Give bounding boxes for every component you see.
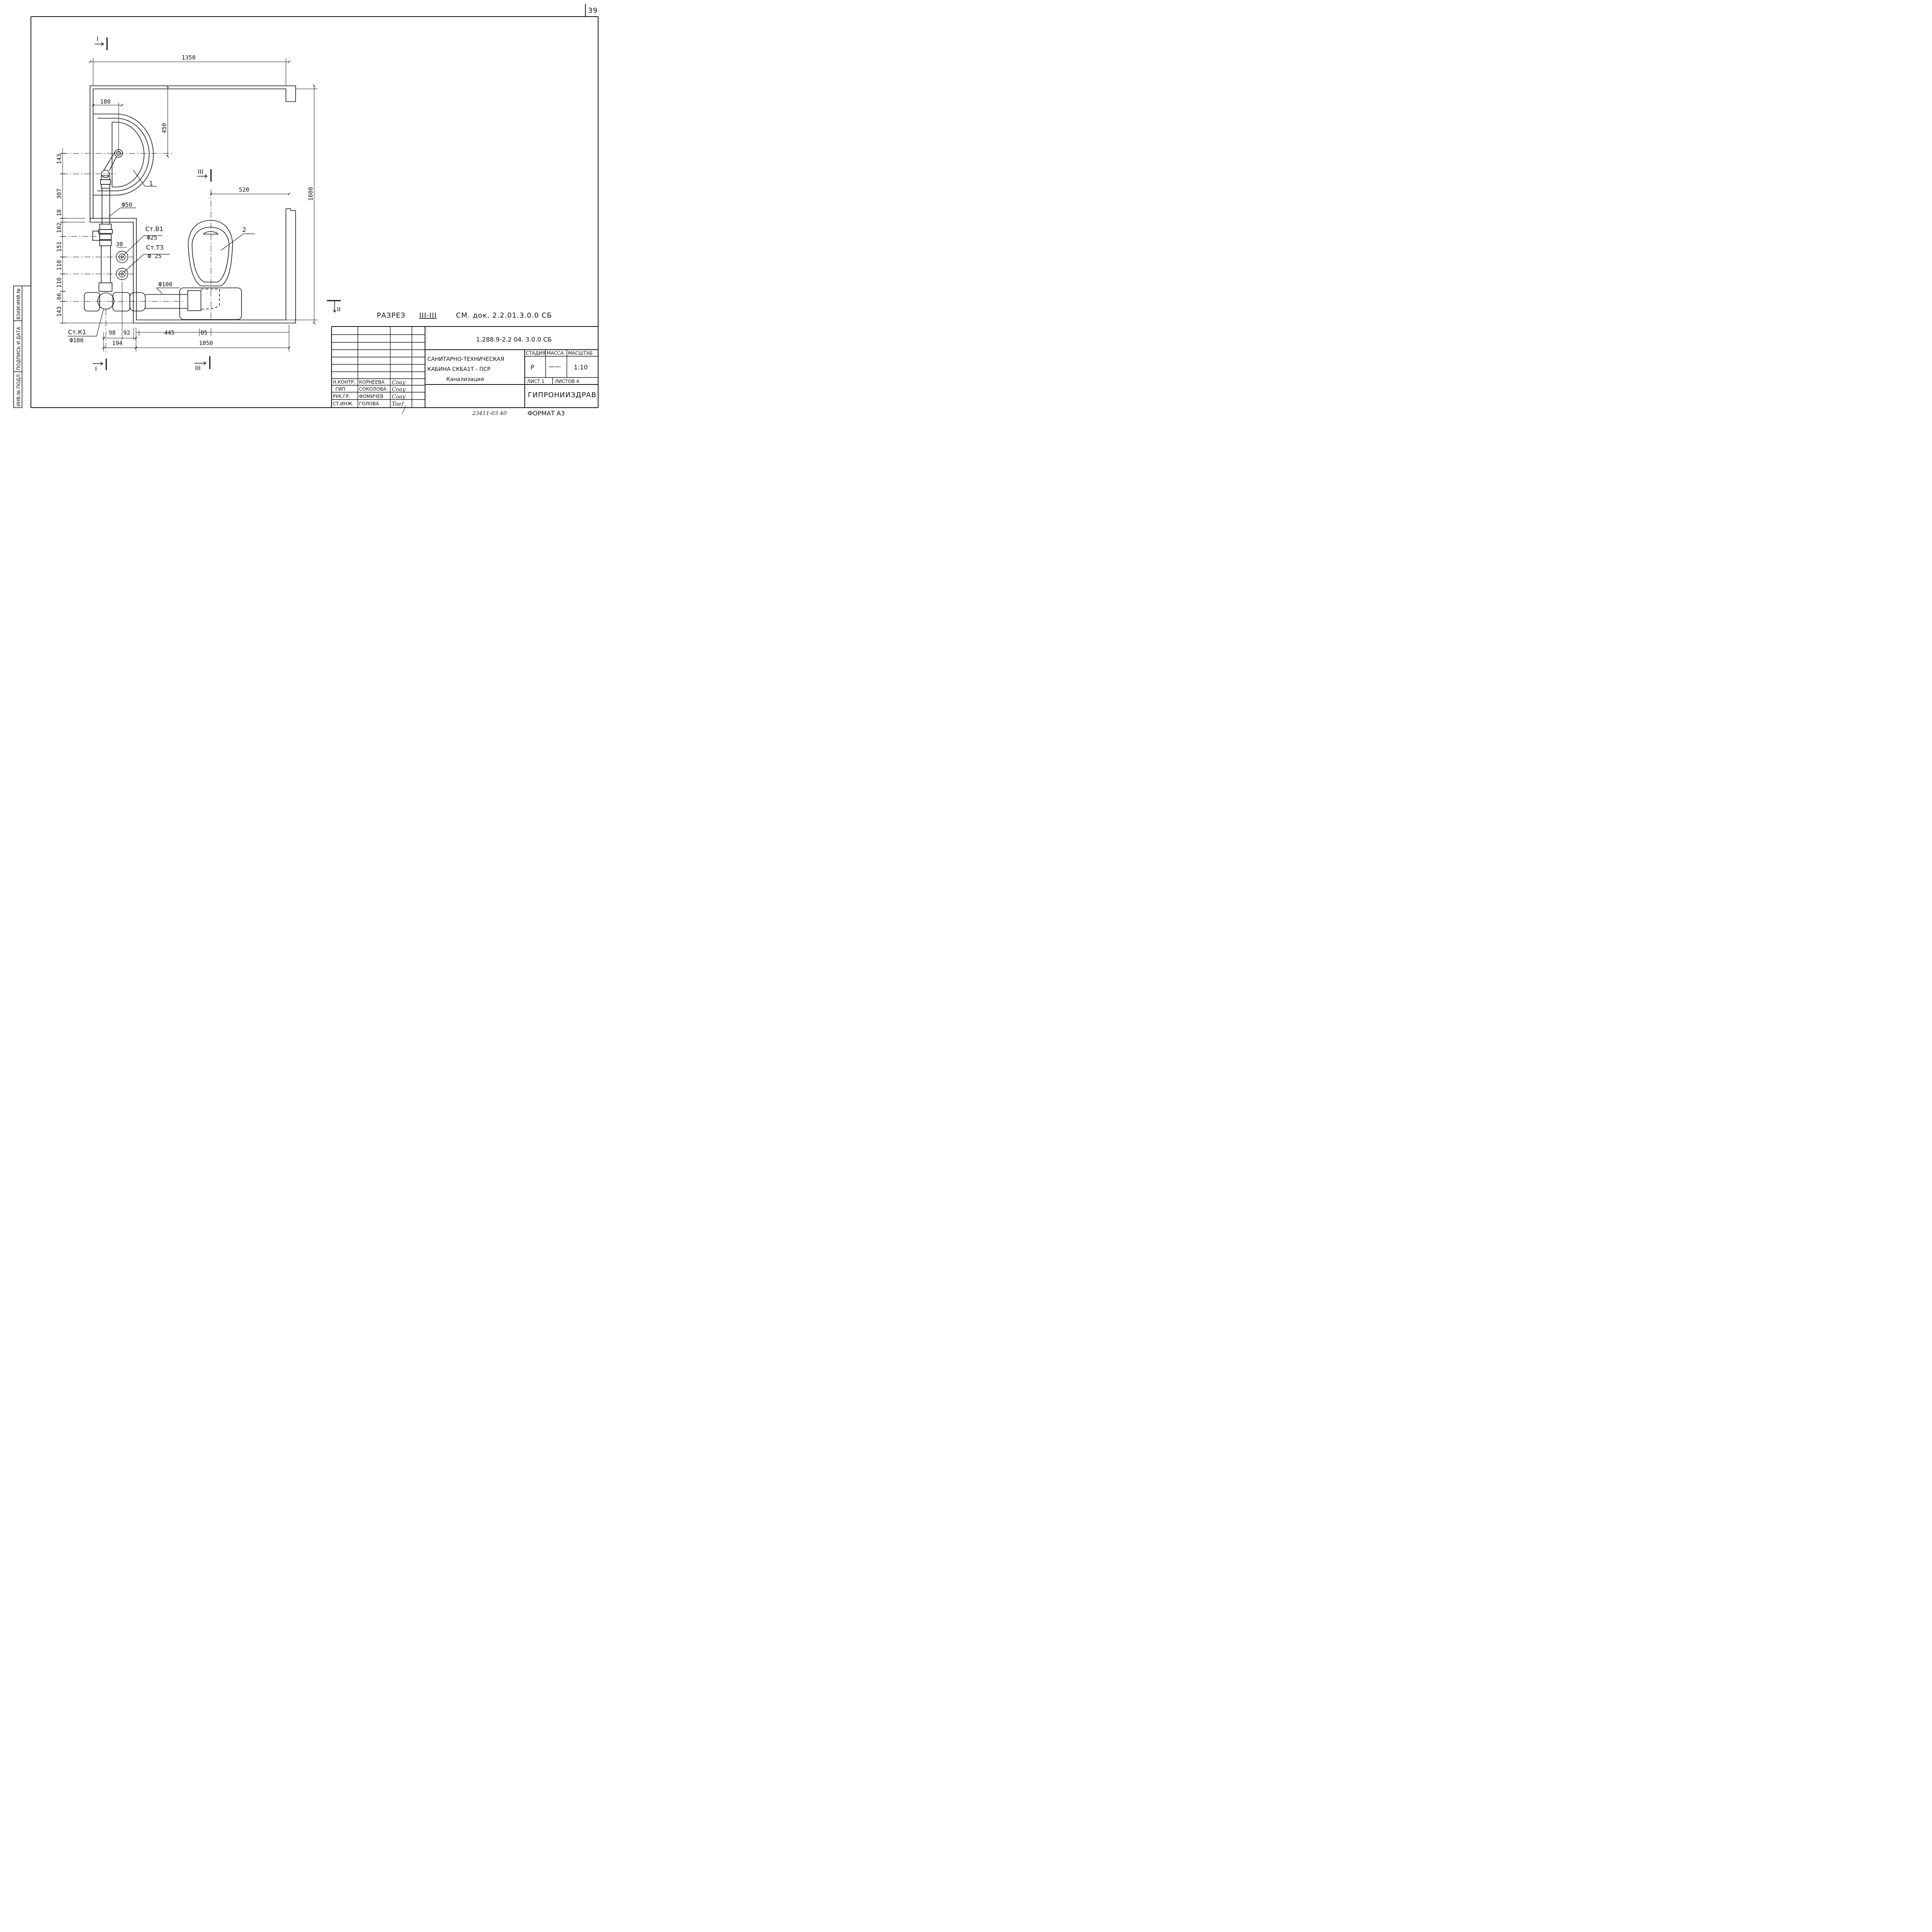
value-scale: 1:10 xyxy=(574,364,588,371)
callout-stt3: Ст.Т3 xyxy=(146,244,164,251)
doc-code: 1.288.9-2.2 04. 3.0.0 СБ xyxy=(476,336,552,343)
callout-stk1-d: Ф100 xyxy=(70,337,83,344)
dim-520: 520 xyxy=(239,186,249,193)
callout-stt3-d: Ф 25 xyxy=(148,253,162,260)
dim-180: 180 xyxy=(100,98,111,105)
name-2: ФОМИЧЕВ xyxy=(359,394,383,399)
dim-194: 194 xyxy=(112,340,122,347)
dim-85: 85 xyxy=(201,329,207,336)
cabin-walls xyxy=(90,85,296,323)
signature-2: Coay xyxy=(392,394,406,400)
sheet-count: ЛИСТОВ 4 xyxy=(555,379,579,384)
callout-item-2: 2 xyxy=(242,226,246,233)
side-stamp xyxy=(13,286,31,408)
dim-30: 30 xyxy=(116,241,123,248)
callout-stv1-d: Ф25 xyxy=(147,234,157,241)
drain-pipe-50 xyxy=(92,175,113,292)
name-3: ГОЛОВА xyxy=(359,401,379,406)
dim-left-110-b: 110 xyxy=(56,277,63,288)
section-note-mark: III-III xyxy=(419,311,437,320)
side-stamp-inv: ИНВ.№ ПОДЛ. xyxy=(16,373,21,406)
section-label-ii: II xyxy=(337,306,340,313)
dim-left-18: 18 xyxy=(56,209,63,216)
format-label: ФОРМАТ А3 xyxy=(527,410,565,417)
callout-stk1: Ст.К1 xyxy=(68,328,86,336)
section-marker-ii xyxy=(327,300,341,313)
dim-left-151: 151 xyxy=(56,242,63,252)
section-label-iii-bottom: III xyxy=(195,364,201,372)
role-0: Н.КОНТР. xyxy=(333,379,355,385)
title-line-2: КАБИНА СКБА1Т - ПСР xyxy=(427,366,490,372)
dim-445: 445 xyxy=(164,329,175,336)
side-stamp-sign: ПОДПИСЬ И ДАТА xyxy=(16,327,21,370)
dim-left-102: 102 xyxy=(56,223,63,233)
section-note-text: СМ. док. 2.2.01.3.0.0 СБ xyxy=(456,311,552,320)
header-stage: СТАДИЯ xyxy=(526,350,546,356)
sheet-index: ЛИСТ 1 xyxy=(527,379,544,384)
callout-d100: Ф100 xyxy=(158,281,172,288)
name-1: СОКОЛОВА xyxy=(359,386,386,392)
signature-stroke xyxy=(401,405,406,415)
dim-left-110-a: 110 xyxy=(56,260,63,270)
dim-450: 450 xyxy=(161,123,168,133)
section-label-i-top: I xyxy=(97,35,99,43)
dim-1050: 1050 xyxy=(199,340,213,347)
role-3: СТ.ИНЖ. xyxy=(333,401,354,406)
sewer-pipe-100 xyxy=(84,290,201,311)
dim-left-307: 307 xyxy=(56,189,63,199)
axis-lines xyxy=(60,116,211,352)
dim-left-143-bottom: 143 xyxy=(56,306,63,317)
title-line-1: САНИТАРНО-ТЕХНИЧЕСКАЯ xyxy=(427,356,504,362)
title-block xyxy=(331,326,598,408)
signature-1: Coay xyxy=(392,386,406,393)
header-scale: МАСШТАБ xyxy=(568,350,593,356)
leader-lines xyxy=(68,170,255,337)
toilet-bowl xyxy=(179,220,242,320)
dimension-lines xyxy=(60,58,318,352)
signature-3: Toef xyxy=(392,401,405,407)
section-marker-iii-bottom xyxy=(194,356,211,369)
dim-92: 92 xyxy=(123,329,130,336)
title-line-3: Канализация xyxy=(446,376,484,383)
wash-basin xyxy=(93,114,154,196)
organization: ГИПРОНИИЗДРАВ xyxy=(528,391,597,399)
signature-0: Coay xyxy=(392,379,406,386)
role-2: РУК.ГР. xyxy=(333,394,350,399)
section-label-iii-top: III xyxy=(198,168,203,175)
dim-left-66: 66 xyxy=(56,293,63,300)
callout-item-1: 1 xyxy=(149,180,153,187)
value-mass: —— xyxy=(549,363,561,370)
section-label-i-bottom: I xyxy=(95,365,97,372)
role-1: ГИП xyxy=(335,386,345,392)
section-marker-iii-top xyxy=(197,169,212,182)
callout-stv1: Ст.В1 xyxy=(145,225,163,233)
section-note-label: РАЗРЕЗ xyxy=(377,311,405,320)
value-stage: Р xyxy=(531,364,534,371)
drawing-sheet: 39 ИНВ.№ ПОДЛ. ПОДПИСЬ И ДАТА ВЗАМ.ИНВ.№ xyxy=(13,4,599,417)
sheet-frame xyxy=(31,4,599,408)
dim-1600: 1600 xyxy=(307,187,314,201)
inventory-number: 23411-03 40 xyxy=(472,410,507,417)
dim-98: 98 xyxy=(109,329,116,336)
callout-d50: Ф50 xyxy=(122,201,132,208)
name-0: КОРНЕЕВА xyxy=(359,379,385,385)
dim-left-143-top: 143 xyxy=(56,154,63,164)
dim-1350: 1350 xyxy=(182,54,196,61)
side-stamp-replace: ВЗАМ.ИНВ.№ xyxy=(16,288,21,320)
section-marker-i-top xyxy=(95,37,108,50)
section-marker-i-bottom xyxy=(93,359,107,370)
header-mass: МАССА xyxy=(547,350,564,356)
sheet-number: 39 xyxy=(588,7,598,15)
